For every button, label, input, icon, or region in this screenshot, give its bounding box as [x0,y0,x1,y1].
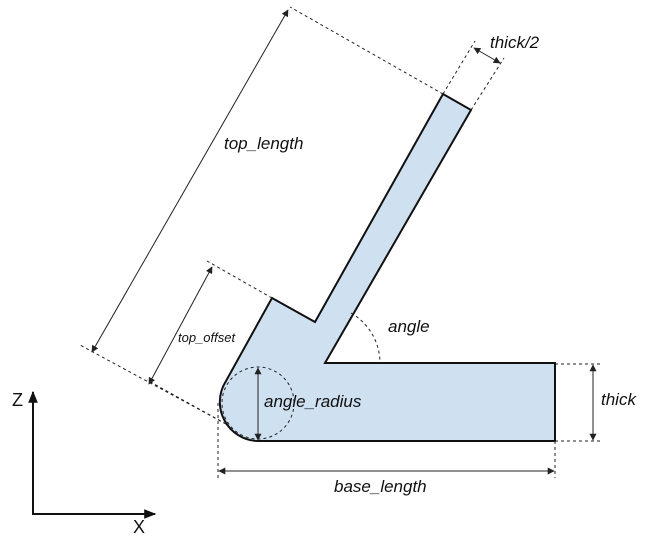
label-top-length: top_length [224,134,303,153]
x-axis-label: X [133,517,145,537]
top-offset-extension-bottom [146,379,227,425]
label-top-offset: top_offset [178,330,236,345]
thick-half-extension-right [470,57,505,111]
top-length-extension-top [289,6,444,95]
top-length-extension-bottom [79,344,227,425]
thick-half-dimension [473,47,501,64]
label-base-length: base_length [334,477,427,496]
top-length-dimension [91,9,289,353]
z-axis-label: Z [12,390,23,410]
thick-half-extension-left [442,40,476,95]
label-angle-radius: angle_radius [264,392,362,411]
bracket-part [218,92,556,442]
angle-arc [350,312,381,364]
top-offset-dimension [148,266,213,385]
label-angle: angle [388,317,430,336]
top-offset-extension-top [206,260,273,299]
label-thick-half: thick/2 [490,33,540,52]
label-thick: thick [601,390,637,409]
